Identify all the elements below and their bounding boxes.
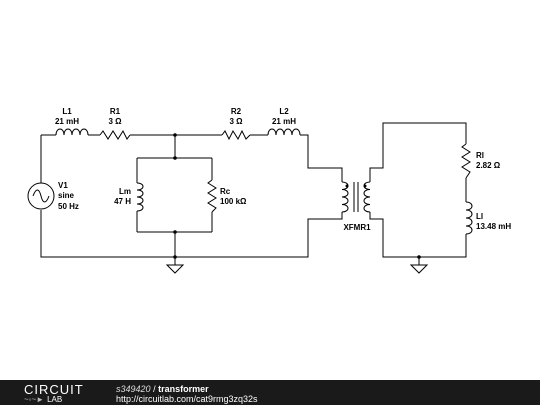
ground-icon[interactable] — [165, 264, 185, 274]
rc-ref-label: Rc — [220, 187, 231, 196]
meta-title-row: s349420 / transformer — [116, 384, 258, 394]
rc-value-label: 100 kΩ — [220, 197, 247, 206]
schematic-meta: s349420 / transformer http://circuitlab.… — [116, 384, 258, 404]
lm-inductor-icon[interactable] — [136, 182, 144, 212]
junction-dot — [417, 255, 421, 259]
r2-ref-label: R2 — [231, 107, 242, 116]
xfmr1-transformer-icon[interactable] — [341, 181, 371, 213]
lm-ref-label: Lm — [119, 187, 131, 196]
xfmr1-ref-label: XFMR1 — [343, 223, 371, 232]
l1-value-label: 21 mH — [55, 117, 79, 126]
l1-inductor-icon[interactable] — [55, 128, 89, 136]
l1-ref-label: L1 — [62, 107, 72, 116]
v1-ref-label: V1 — [58, 181, 68, 190]
r2-value-label: 3 Ω — [229, 117, 243, 126]
ll-inductor-icon[interactable] — [465, 201, 473, 235]
footer-bar: CIRCUIT ~◦~► LAB s349420 / transformer h… — [0, 380, 540, 405]
logo-circuit-icon: ~◦~► — [24, 395, 45, 404]
wires — [40, 122, 467, 265]
junction-dot — [173, 255, 177, 259]
title-separator: / — [153, 384, 156, 394]
schematic-title[interactable]: transformer — [158, 384, 209, 394]
logo-top-text: CIRCUIT — [24, 382, 84, 397]
v1-value-label: 50 Hz — [58, 202, 79, 211]
r1-value-label: 3 Ω — [108, 117, 122, 126]
l2-ref-label: L2 — [279, 107, 289, 116]
junction-dot — [173, 133, 177, 137]
r2-resistor-icon[interactable] — [221, 129, 251, 141]
lm-value-label: 47 H — [114, 197, 131, 206]
v1-sine-source-icon[interactable] — [27, 182, 55, 210]
junction-dot — [173, 156, 177, 160]
junction-dot — [173, 230, 177, 234]
l2-value-label: 21 mH — [272, 117, 296, 126]
r1-ref-label: R1 — [110, 107, 121, 116]
rl-resistor-icon[interactable] — [461, 143, 471, 179]
logo-bottom-row: ~◦~► LAB — [24, 396, 84, 404]
v1-type-label: sine — [58, 191, 75, 200]
logo-bottom-text: LAB — [47, 395, 63, 404]
ll-value-label: 13.48 mH — [476, 222, 511, 231]
circuit-schematic: V1 sine 50 Hz L1 21 mH R1 3 Ω R2 3 Ω L2 … — [27, 107, 511, 274]
schematic-url-link[interactable]: http://circuitlab.com/cat9rmg3zq32s — [116, 394, 258, 404]
r1-resistor-icon[interactable] — [99, 129, 131, 140]
ll-ref-label: Ll — [476, 212, 483, 221]
ground-icon[interactable] — [409, 264, 429, 274]
circuitlab-logo: CIRCUIT ~◦~► LAB — [24, 383, 84, 404]
rl-ref-label: Rl — [476, 151, 484, 160]
author-link[interactable]: s349420 — [116, 384, 151, 394]
rc-resistor-icon[interactable] — [207, 179, 217, 213]
l2-inductor-icon[interactable] — [267, 128, 301, 136]
rl-value-label: 2.82 Ω — [476, 161, 501, 170]
